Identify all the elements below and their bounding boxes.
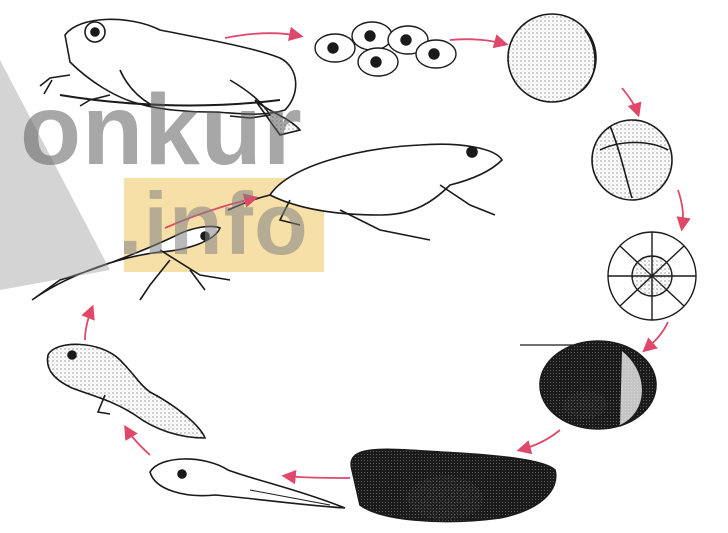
embryo (351, 449, 556, 521)
arrow-embryo-to-young-tadpole (285, 476, 350, 478)
arrow-young-tadpole-to-tadpole (126, 428, 150, 455)
arrow-tadpole-to-legs (85, 308, 92, 340)
fertilized-egg (508, 14, 596, 102)
arrow-egg-to-two-cell (622, 88, 638, 114)
two-cell-egg (592, 120, 672, 200)
gastrula (520, 341, 656, 429)
cleavage-embryo (608, 232, 696, 320)
arrow-frog-to-eggs (225, 33, 300, 38)
arrow-eggs-to-egg (450, 39, 505, 44)
young-tadpole (150, 459, 345, 508)
watermark-konkur: onkur (20, 80, 303, 180)
watermark-info: .info (118, 180, 309, 268)
tadpole (47, 344, 205, 438)
frog-eggs (315, 22, 456, 76)
arrow-cleavage-to-gastrula (645, 322, 668, 350)
arrow-gastrula-to-embryo (520, 430, 560, 450)
arrow-two-cell-to-cleavage (678, 190, 683, 228)
